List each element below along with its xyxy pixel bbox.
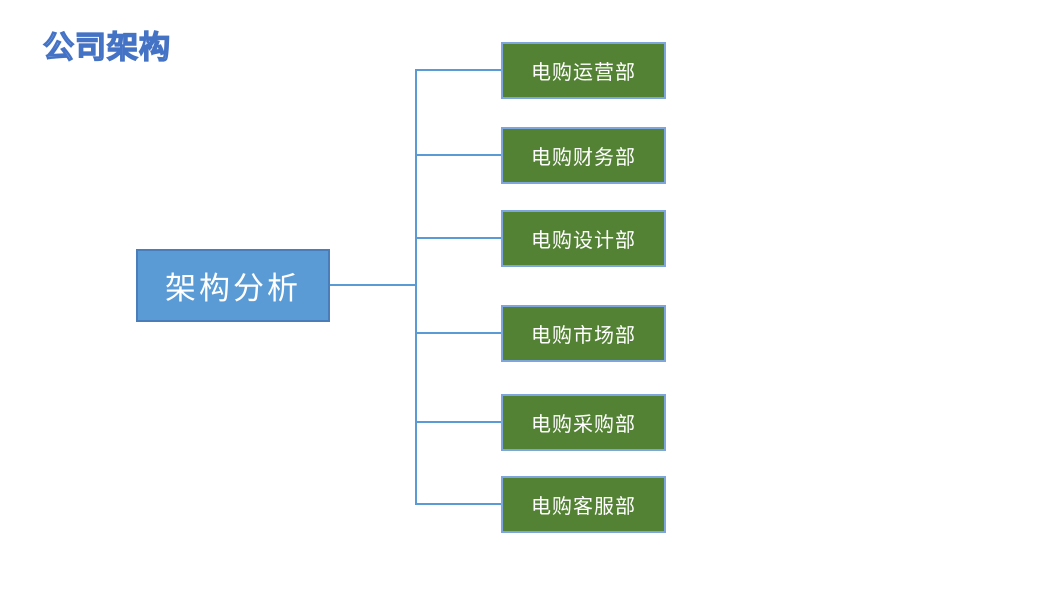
root-node-label: 架构分析 [165, 271, 301, 306]
dept-node-label: 电购客服部 [531, 496, 636, 518]
dept-node-label: 电购采购部 [531, 414, 636, 436]
dept-node-customer-service[interactable]: 电购客服部 [501, 476, 666, 533]
connector-branch [416, 503, 501, 505]
dept-node-operations[interactable]: 电购运营部 [501, 42, 666, 99]
dept-node-design[interactable]: 电购设计部 [501, 210, 666, 267]
connector-branch [416, 237, 501, 239]
connector-trunk [415, 69, 417, 505]
connector-root [330, 284, 416, 286]
root-node[interactable]: 架构分析 [136, 249, 330, 322]
dept-node-label: 电购市场部 [531, 325, 636, 347]
dept-node-finance[interactable]: 电购财务部 [501, 127, 666, 184]
slide-title: 公司架构 [42, 29, 171, 65]
dept-node-marketing[interactable]: 电购市场部 [501, 305, 666, 362]
connector-branch [416, 421, 501, 423]
connector-branch [416, 69, 501, 71]
dept-node-label: 电购运营部 [531, 62, 636, 84]
connector-branch [416, 154, 501, 156]
connector-branch [416, 332, 501, 334]
dept-node-procurement[interactable]: 电购采购部 [501, 394, 666, 451]
dept-node-label: 电购财务部 [531, 147, 636, 169]
dept-node-label: 电购设计部 [531, 230, 636, 252]
